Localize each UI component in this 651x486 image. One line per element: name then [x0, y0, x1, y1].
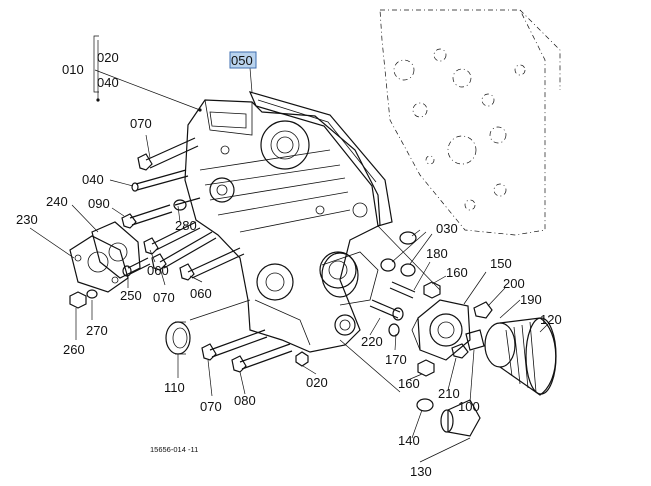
- callout-140[interactable]: 140: [398, 433, 420, 448]
- callout-120[interactable]: 120: [540, 312, 562, 327]
- nipple-100: [465, 329, 485, 351]
- callout-100[interactable]: 100: [458, 399, 480, 414]
- oil-pump-cover: [321, 251, 379, 306]
- callout-220[interactable]: 220: [361, 334, 383, 349]
- callout-180[interactable]: 180: [426, 246, 448, 261]
- o-rings-170: [388, 307, 404, 337]
- bolt-060-a: [143, 221, 201, 255]
- callout-130[interactable]: 130: [410, 464, 432, 479]
- bolt-280: [173, 197, 201, 211]
- callout-060-a[interactable]: 060: [147, 263, 169, 278]
- callout-020[interactable]: 020: [97, 50, 119, 65]
- callout-230[interactable]: 230: [16, 212, 38, 227]
- relief-valve-130: [440, 399, 481, 437]
- callout-030[interactable]: 030: [436, 221, 458, 236]
- bolt-070-mid: [151, 231, 217, 271]
- bolt-060-b: [179, 247, 245, 281]
- bolt-080: [231, 343, 293, 373]
- bolt-070-top: [137, 137, 199, 171]
- callout-190[interactable]: 190: [520, 292, 542, 307]
- oil-seal-110: [165, 321, 191, 355]
- callout-200[interactable]: 200: [503, 276, 525, 291]
- callout-010[interactable]: 010: [62, 62, 84, 77]
- callout-210[interactable]: 210: [438, 386, 460, 401]
- bolt-040: [131, 169, 189, 192]
- callout-020-plug[interactable]: 020: [306, 375, 328, 390]
- callout-070-top[interactable]: 070: [130, 116, 152, 131]
- engine-block-outline: [379, 9, 561, 236]
- water-flange-230: [69, 235, 129, 293]
- callout-260[interactable]: 260: [63, 342, 85, 357]
- o-ring-140: [416, 398, 434, 412]
- highlight-box-050: [229, 51, 257, 69]
- callout-160-top[interactable]: 160: [446, 265, 468, 280]
- callout-270[interactable]: 270: [86, 323, 108, 338]
- plug-020: [295, 351, 309, 367]
- callout-040-bolt[interactable]: 040: [82, 172, 104, 187]
- callout-160-bottom[interactable]: 160: [398, 376, 420, 391]
- bolt-070-bottom: [201, 329, 268, 361]
- nut-260: [69, 291, 87, 309]
- washer-270: [86, 289, 98, 299]
- stud-180: [389, 281, 416, 299]
- callout-060-b[interactable]: 060: [190, 286, 212, 301]
- callout-170[interactable]: 170: [385, 352, 407, 367]
- plug-210: [451, 343, 469, 359]
- filter-bracket-150: [411, 299, 471, 361]
- callout-240[interactable]: 240: [46, 194, 68, 209]
- leader-lines: [29, 40, 549, 463]
- callout-090[interactable]: 090: [88, 196, 110, 211]
- bolt-250: [122, 257, 151, 277]
- plug-160-bottom: [417, 359, 435, 377]
- bolt-090: [121, 204, 173, 229]
- drawing-number: 15656-014 -11: [150, 445, 198, 454]
- callout-250[interactable]: 250: [120, 288, 142, 303]
- leader-dot: [198, 108, 202, 112]
- callout-070-bottom[interactable]: 070: [200, 399, 222, 414]
- callout-280[interactable]: 280: [175, 218, 197, 233]
- switch-200: [473, 301, 493, 319]
- o-rings-030: [380, 231, 417, 277]
- callout-110[interactable]: 110: [164, 380, 185, 395]
- gasket-240: [91, 221, 141, 279]
- callout-080[interactable]: 080: [234, 393, 256, 408]
- plug-160-top: [423, 281, 441, 299]
- callout-050[interactable]: 050: [231, 53, 253, 68]
- callout-070-mid[interactable]: 070: [153, 290, 175, 305]
- leader-dot: [96, 98, 100, 102]
- callout-150[interactable]: 150: [490, 256, 512, 271]
- gear-case-010: [184, 99, 381, 353]
- group-bracket-010: [93, 35, 99, 93]
- oil-filter-120: [484, 317, 557, 396]
- callout-040[interactable]: 040: [97, 75, 119, 90]
